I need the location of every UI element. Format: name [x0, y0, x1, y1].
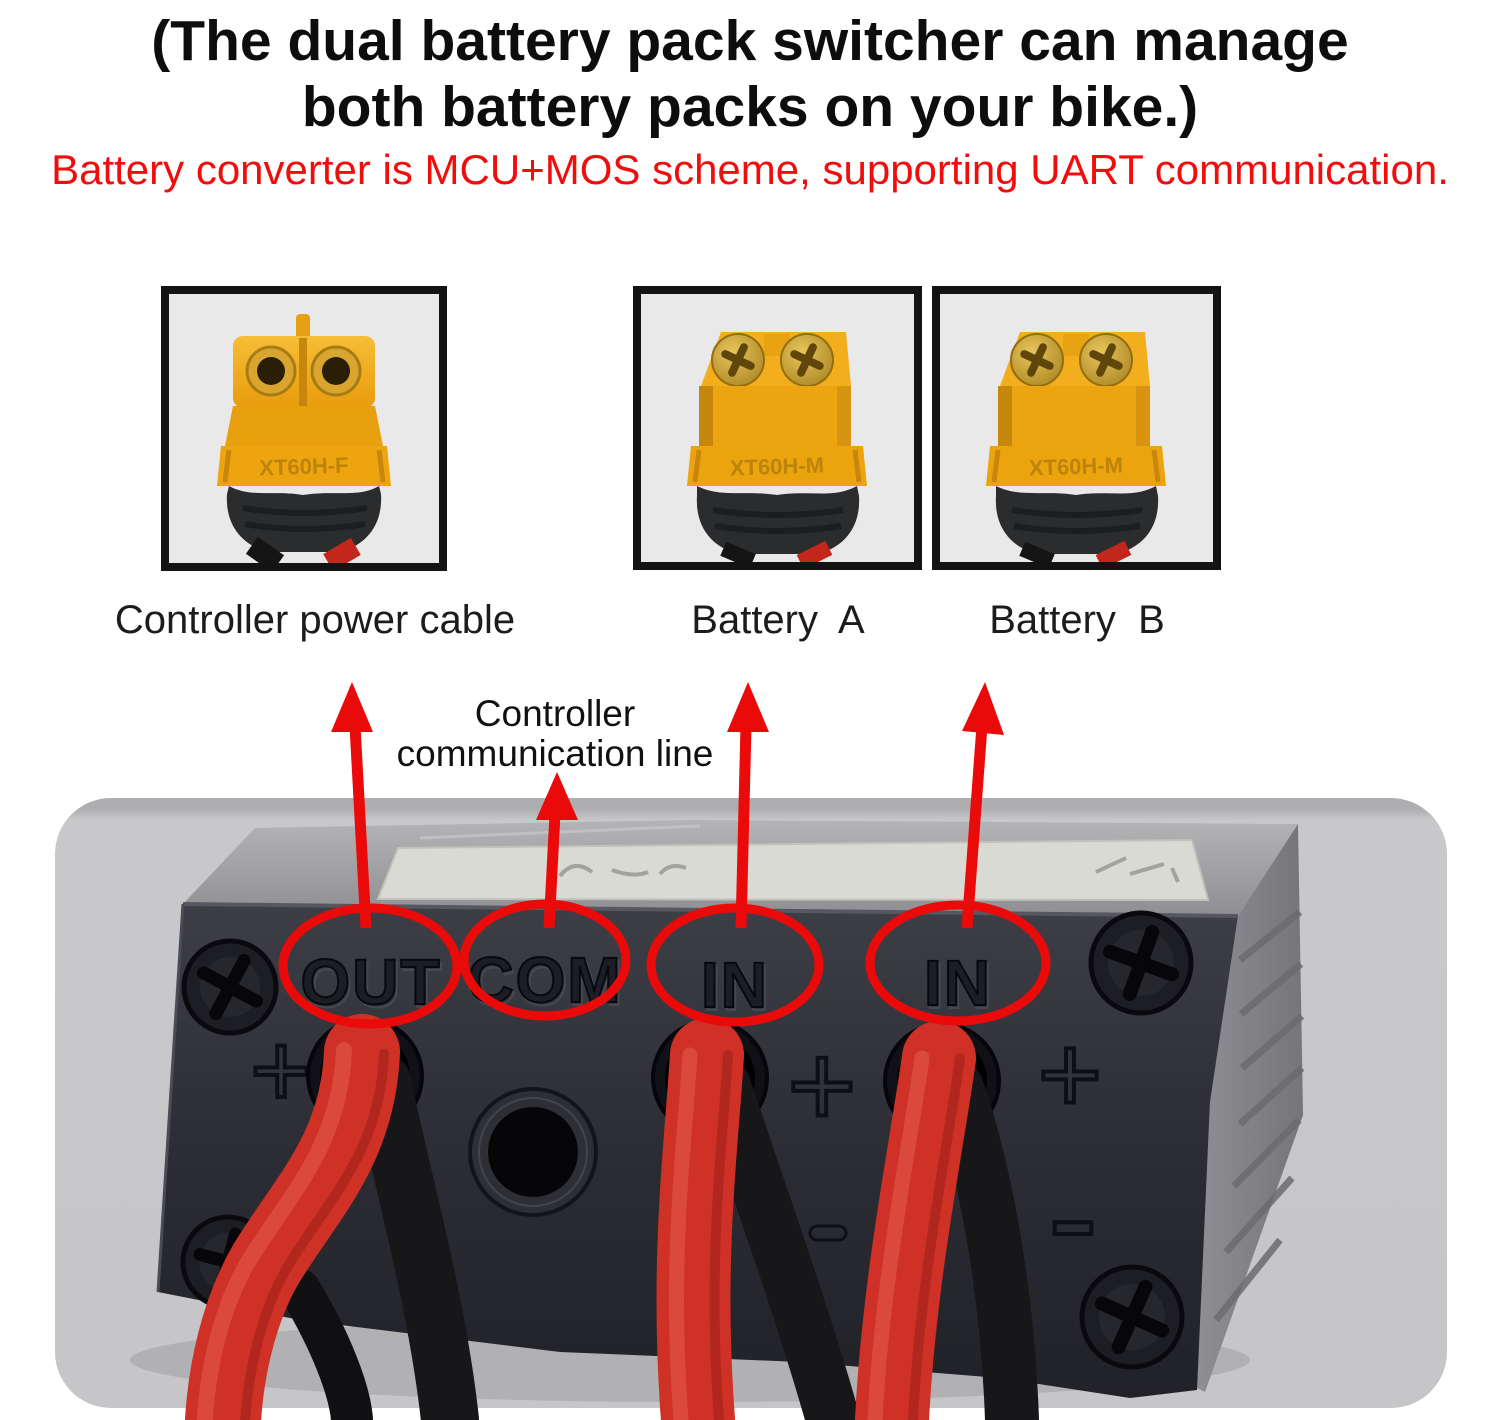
xt60-male-connector-b: XT60H-M [986, 332, 1166, 570]
polarity-plus-in: + [788, 1020, 857, 1152]
device-side-panel [1197, 824, 1303, 1392]
band-notch [852, 449, 862, 483]
arrow-controller-power-cable [331, 682, 373, 929]
body-shade-left [998, 386, 1012, 446]
band-notch [222, 449, 232, 483]
label-handwriting-mark [1095, 856, 1180, 883]
comm-line-label-1: Controller [474, 693, 636, 734]
socket-left-hole [257, 357, 285, 385]
connector-marking: XT60H-F [259, 452, 349, 480]
socket-right-hole [322, 357, 350, 385]
photo-battery-b-connector: XT60H-M [932, 286, 1221, 570]
svg-text:IN: IN [701, 949, 769, 1021]
xt60-male-connector-a: XT60H-M [687, 332, 867, 570]
red-wire [1095, 540, 1132, 570]
subtitle: Battery converter is MCU+MOS scheme, sup… [51, 146, 1449, 193]
connector-body [225, 406, 383, 446]
band-notch [376, 449, 386, 483]
polarity-minus-right: - [1048, 1132, 1098, 1300]
port-label-in-a: IN IN [700, 948, 771, 1025]
boot-groove [244, 521, 366, 532]
comm-line-label-2: communication line [396, 733, 714, 774]
connector-band [986, 446, 1166, 486]
red-wire [323, 537, 361, 572]
red-wire [796, 540, 833, 570]
out-red-cable [185, 1014, 400, 1420]
xt60-female-connector: XT60H-F [217, 314, 391, 573]
connector-boot [696, 486, 860, 554]
photo-controller-power-cable: XT60H-F [161, 286, 447, 573]
svg-text:IN: IN [703, 952, 771, 1024]
connector-marking: XT60H-M [729, 452, 824, 480]
connector-marking: XT60H-M [1028, 452, 1123, 480]
pin-left-cross [721, 343, 755, 377]
stray-black-wire [279, 1269, 373, 1420]
black-wires [279, 1053, 1039, 1420]
boot-groove [1013, 523, 1141, 534]
engraved-slot-mark [808, 1224, 848, 1242]
boot-groove [714, 523, 842, 534]
page-title-line2: both battery packs on your bike.) [301, 75, 1199, 139]
arrow-battery-b [961, 682, 1004, 929]
pin-right-cross [790, 343, 824, 377]
pin-right-cross [1089, 343, 1123, 377]
connector-body [699, 386, 851, 446]
label-handwriting-mark [558, 864, 687, 878]
screw-bottom-right [1079, 1264, 1185, 1370]
connector-band [687, 446, 867, 486]
out-black-wire [353, 1053, 479, 1420]
battery-switcher-device: OUT OUT COM COM IN IN IN IN + + + - [130, 820, 1305, 1420]
circle-out-label [278, 903, 462, 1029]
in-b-black-wire [930, 1061, 1039, 1420]
boot-groove [712, 507, 844, 518]
band-notch [991, 449, 1001, 483]
polarity-plus-out: + [250, 1012, 311, 1129]
connector-center-slot [299, 338, 307, 406]
band-notch [692, 449, 702, 483]
band-notch [1151, 449, 1161, 483]
side-ribs [1213, 909, 1305, 1323]
svg-text:IN: IN [924, 947, 992, 1019]
port-label-in-b: IN IN [923, 946, 994, 1023]
caption-battery-b: Battery B [989, 598, 1165, 642]
body-shade-right [837, 386, 851, 446]
circle-in-b-label [865, 900, 1051, 1026]
arrow-battery-a [727, 682, 769, 929]
in-a-red-cable [656, 1018, 744, 1420]
face-left-bevel [156, 903, 185, 1293]
body-shade-left [699, 386, 713, 446]
com-hole [468, 1087, 598, 1217]
caption-controller-power-cable: Controller power cable [114, 598, 516, 642]
circle-in-a-label [646, 903, 824, 1027]
in-a-black-wire [697, 1059, 860, 1420]
circle-com-label [459, 899, 631, 1021]
connector-body [998, 386, 1150, 446]
black-wire [245, 536, 285, 573]
connector-boot [995, 486, 1159, 554]
page-title: (The dual battery pack switcher can mana… [0, 8, 1500, 140]
polarity-plus-right: + [1038, 1013, 1102, 1136]
boot-groove [242, 505, 368, 516]
connector-boot [226, 486, 382, 552]
caption-battery-a: Battery A [691, 598, 865, 642]
in-b-red-cable [855, 1021, 976, 1420]
connector-band [217, 446, 391, 486]
boot-groove [1011, 507, 1143, 518]
body-shade-right [1136, 386, 1150, 446]
screw-top-right [1088, 910, 1194, 1016]
arrow-comm-line [536, 772, 578, 929]
svg-text:IN: IN [926, 950, 994, 1022]
screw-top-left [181, 938, 279, 1036]
black-wire [1019, 541, 1055, 569]
svg-text:OUT: OUT [300, 946, 441, 1018]
photo-battery-a-connector: XT60H-M [633, 286, 922, 570]
device-top-label [376, 838, 1210, 902]
page-title-line1: (The dual battery pack switcher can mana… [151, 9, 1349, 73]
comm-line-label: Controller communication line [305, 694, 805, 774]
top-ridge [419, 824, 701, 840]
black-wire [720, 541, 756, 569]
pin-left-cross [1020, 343, 1054, 377]
